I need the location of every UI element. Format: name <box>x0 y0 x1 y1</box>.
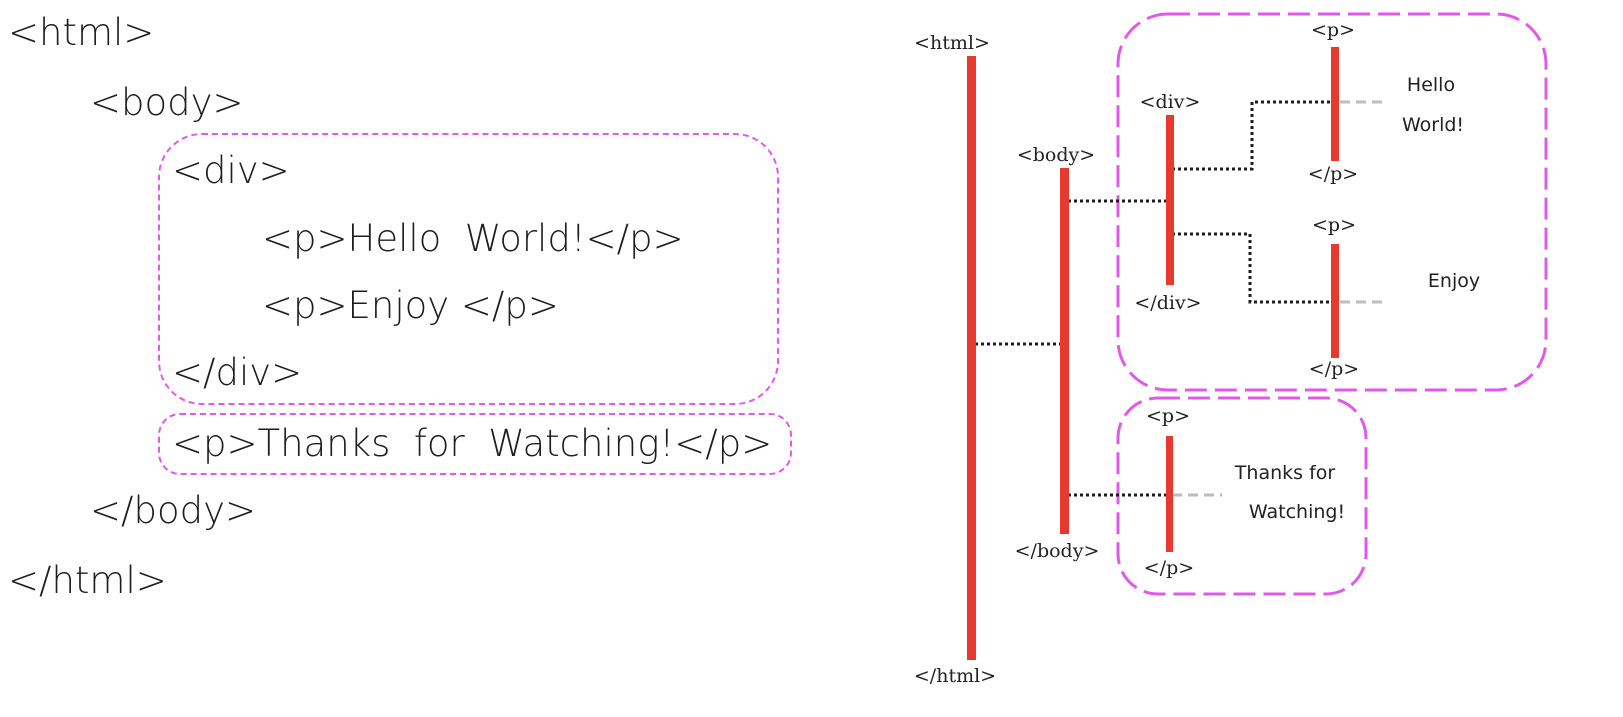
leaf-connectors <box>1172 100 1388 497</box>
div-bar <box>1166 115 1174 285</box>
body-close-tag: </body> <box>1015 540 1100 562</box>
div-open-tag: <div> <box>1140 91 1201 113</box>
p2-open-tag: <p> <box>1312 214 1356 236</box>
p1-bar <box>1331 47 1339 161</box>
element-bars <box>967 47 1339 660</box>
p2-text: Enjoy <box>1428 270 1480 292</box>
code-line-html-close: </html> <box>8 559 167 602</box>
code-line-p-thanks: <p>Thanks for Watching!</p> <box>172 422 773 465</box>
p-highlight-box <box>158 413 792 475</box>
html-open-tag: <html> <box>914 32 990 54</box>
body-open-tag: <body> <box>1017 144 1095 166</box>
p2-close-tag: </p> <box>1309 358 1359 380</box>
p3-bar <box>1166 436 1173 552</box>
code-line-p-enjoy: <p>Enjoy </p> <box>262 284 559 327</box>
div-p2-connector <box>1172 232 1334 304</box>
body-bar <box>1060 168 1069 534</box>
div-close-tag: </div> <box>1134 292 1201 314</box>
code-line-p-hello: <p>Hello World!</p> <box>262 217 684 260</box>
p1-open-tag: <p> <box>1311 19 1355 41</box>
p1-close-tag: </p> <box>1308 163 1358 185</box>
p3-open-tag: <p> <box>1146 405 1190 427</box>
connector-lines <box>975 100 1334 497</box>
html-bar <box>967 56 976 660</box>
p2-bar <box>1331 244 1339 358</box>
html-close-tag: </html> <box>914 665 996 687</box>
code-line-body-close: </body> <box>90 489 256 532</box>
div-highlight-box <box>158 133 779 405</box>
p3-text-line2: Watching! <box>1249 501 1345 523</box>
p3-close-tag: </p> <box>1144 557 1194 579</box>
p1-text-line2: World! <box>1402 114 1464 136</box>
p3-text-line1: Thanks for <box>1234 462 1336 484</box>
div-p1-connector <box>1172 100 1334 171</box>
code-line-html-open: <html> <box>8 11 155 54</box>
code-line-body-open: <body> <box>90 81 244 124</box>
p1-text-line1: Hello <box>1407 74 1455 96</box>
